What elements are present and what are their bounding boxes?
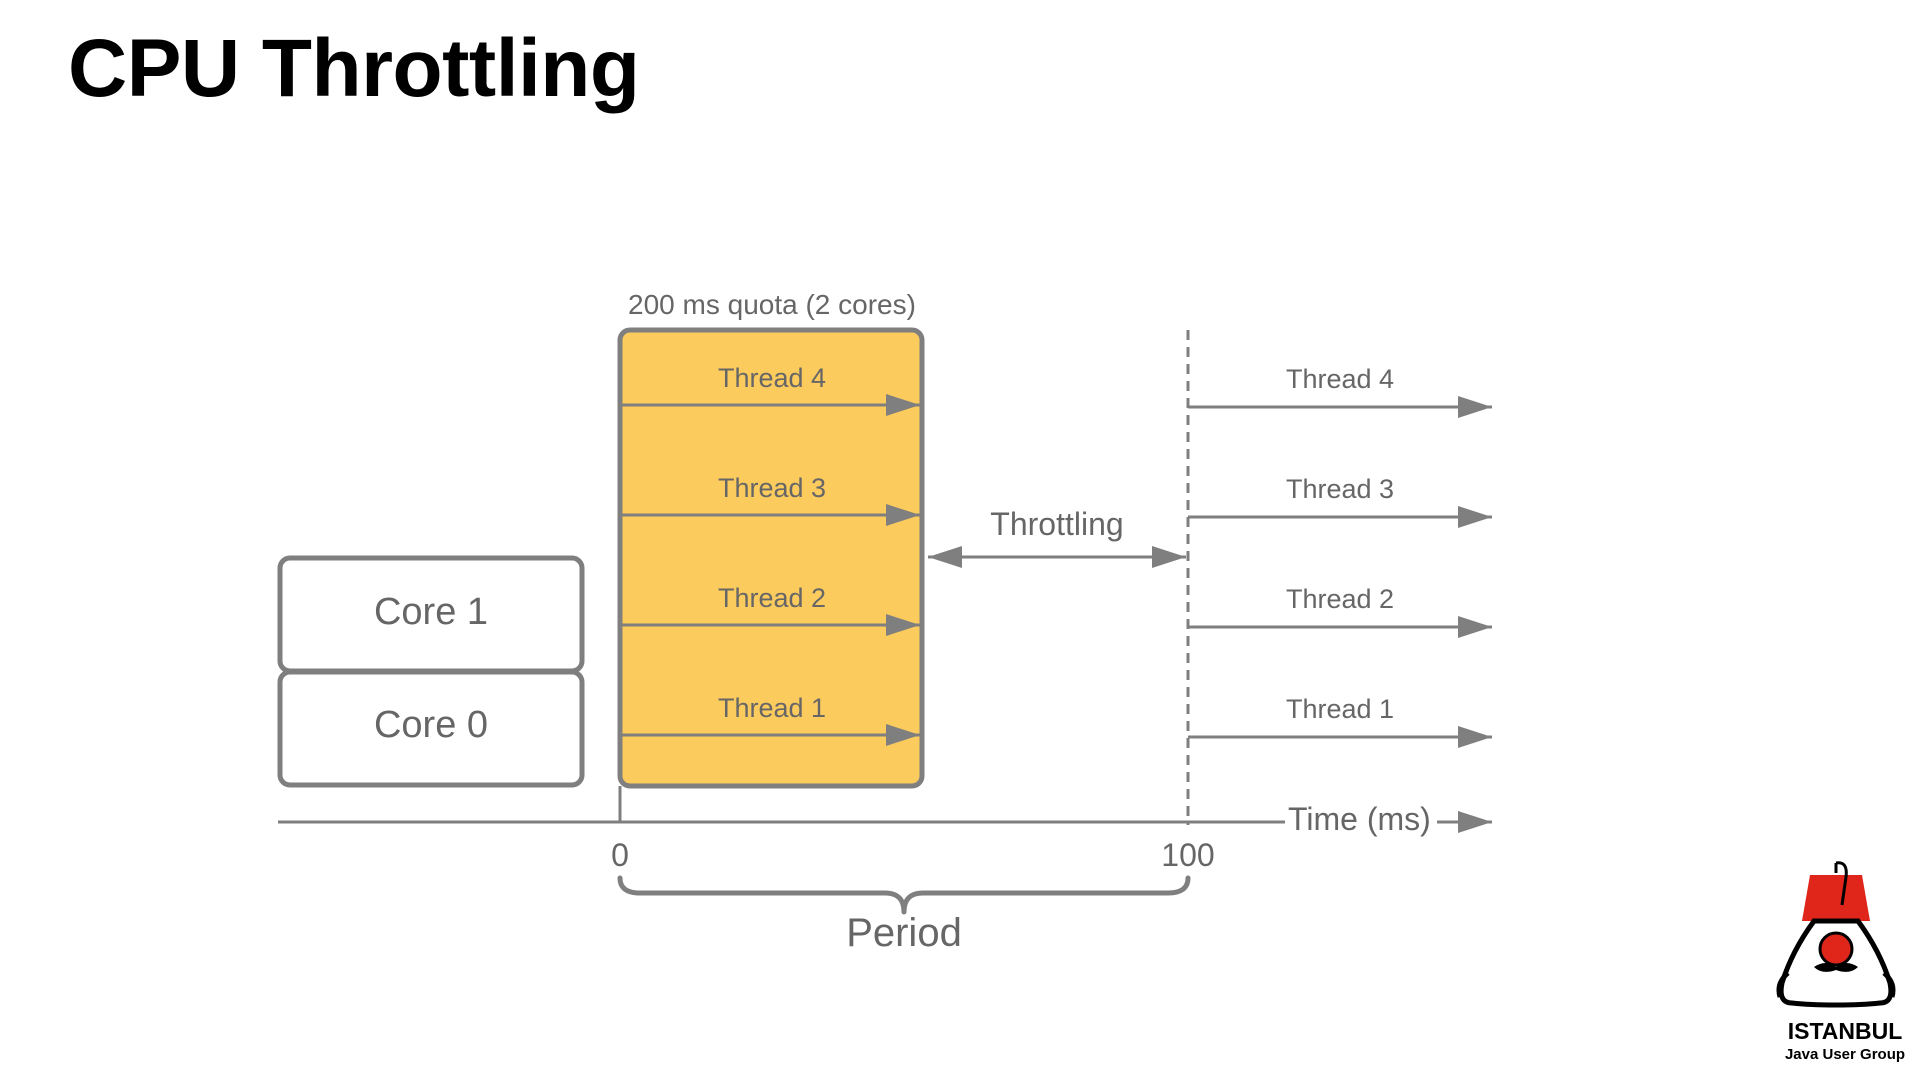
- core-0-box: [277, 669, 585, 788]
- core-1-label: Core 1: [374, 591, 488, 633]
- jug-logo: ISTANBUL Java User Group: [1776, 861, 1905, 1063]
- quota-thread-4-label: Thread 4: [718, 363, 826, 393]
- logo-group: Java User Group: [1785, 1046, 1905, 1063]
- quota-box: [617, 327, 925, 789]
- resumed-thread-3-label: Thread 3: [1286, 474, 1394, 504]
- throttling-label: Throttling: [990, 506, 1123, 542]
- time-axis-label: Time (ms): [1288, 801, 1431, 837]
- resumed-thread-1-label: Thread 1: [1286, 694, 1394, 724]
- quota-block: Thread 4 Thread 3 Thread 2 Thread 1: [617, 327, 925, 789]
- quota-thread-1-label: Thread 1: [718, 693, 826, 723]
- duke-fez-icon: [1776, 861, 1896, 1008]
- slide-title: CPU Throttling: [68, 23, 640, 114]
- resumed-threads: Thread 4 Thread 3 Thread 2 Thread 1: [1188, 364, 1492, 748]
- resumed-thread-2-label: Thread 2: [1286, 584, 1394, 614]
- core-stack: Core 1 Core 0: [277, 555, 585, 788]
- tick-start-label: 0: [611, 837, 629, 873]
- period-brace: [617, 875, 1191, 915]
- resumed-thread-4-label: Thread 4: [1286, 364, 1394, 394]
- logo-city: ISTANBUL: [1788, 1018, 1903, 1044]
- period-label: Period: [846, 911, 962, 955]
- tick-end-label: 100: [1161, 837, 1214, 873]
- quota-label: 200 ms quota (2 cores): [628, 289, 916, 320]
- quota-thread-3-label: Thread 3: [718, 473, 826, 503]
- core-0-label: Core 0: [374, 704, 488, 746]
- quota-thread-2-label: Thread 2: [718, 583, 826, 613]
